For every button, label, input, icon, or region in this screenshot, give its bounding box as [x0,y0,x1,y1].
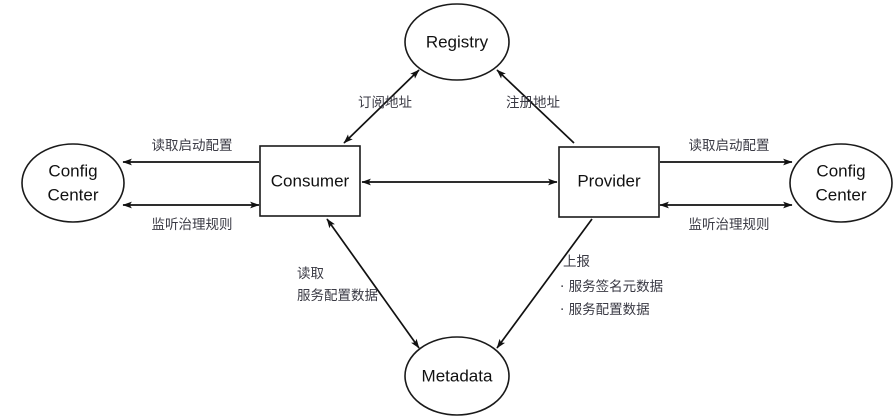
edge-line-provider-registry [496,69,575,144]
edge-consumer-registry: 订阅地址 [343,69,420,144]
node-label-config-center-left-line1: Config [48,161,97,180]
edge-provider-metadata: 上报 · 服务签名元数据 · 服务配置数据 [496,218,663,349]
edge-label-consumer-registry: 订阅地址 [358,95,412,111]
edge-provider-configright-top: 读取启动配置 [660,138,793,166]
node-shape-config-center-right[interactable] [789,143,893,223]
node-shape-consumer[interactable] [259,145,361,217]
edge-line-provider-metadata [496,218,593,349]
node-label-provider: Provider [577,171,641,190]
node-registry[interactable]: Registry [404,3,510,81]
node-label-config-center-left-line2: Center [47,185,98,204]
edge-label-consumer-metadata-line1: 读取 [297,266,324,282]
node-label-consumer: Consumer [271,171,350,190]
edge-consumer-configleft-bottom: 监听治理规则 [122,201,260,233]
edge-label-consumer-configleft-top: 读取启动配置 [152,138,233,154]
node-shape-config-center-left[interactable] [21,143,125,223]
node-consumer[interactable]: Consumer [259,145,361,217]
edge-line-consumer-metadata [326,218,420,349]
node-provider[interactable]: Provider [558,146,660,218]
node-shape-metadata[interactable] [404,336,510,416]
node-label-config-center-right-line2: Center [815,185,866,204]
node-config-center-left[interactable]: Config Center [21,143,125,223]
edge-provider-configright-bottom: 监听治理规则 [659,201,793,233]
edge-label-provider-configright-bottom: 监听治理规则 [689,217,770,233]
edge-label-provider-metadata-line3: · 服务配置数据 [560,302,650,318]
edge-label-provider-metadata-line2: · 服务签名元数据 [560,278,663,295]
edge-consumer-configleft-top: 读取启动配置 [122,138,259,166]
node-shape-registry[interactable] [404,3,510,81]
edge-label-consumer-configleft-bottom: 监听治理规则 [152,217,233,233]
node-shape-provider[interactable] [558,146,660,218]
edge-label-provider-configright-top: 读取启动配置 [689,138,770,154]
node-label-config-center-right-line1: Config [816,161,865,180]
edge-label-provider-registry: 注册地址 [506,95,560,111]
node-config-center-right[interactable]: Config Center [789,143,893,223]
node-label-registry: Registry [426,32,489,51]
edge-label-provider-metadata-line1: 上报 [563,254,590,270]
edge-consumer-metadata: 读取 服务配置数据 [297,218,420,349]
node-metadata[interactable]: Metadata [404,336,510,416]
edge-provider-registry: 注册地址 [496,69,575,144]
edge-label-consumer-metadata-line2: 服务配置数据 [297,288,378,304]
node-label-metadata: Metadata [422,366,493,385]
edge-line-consumer-registry [343,69,420,144]
